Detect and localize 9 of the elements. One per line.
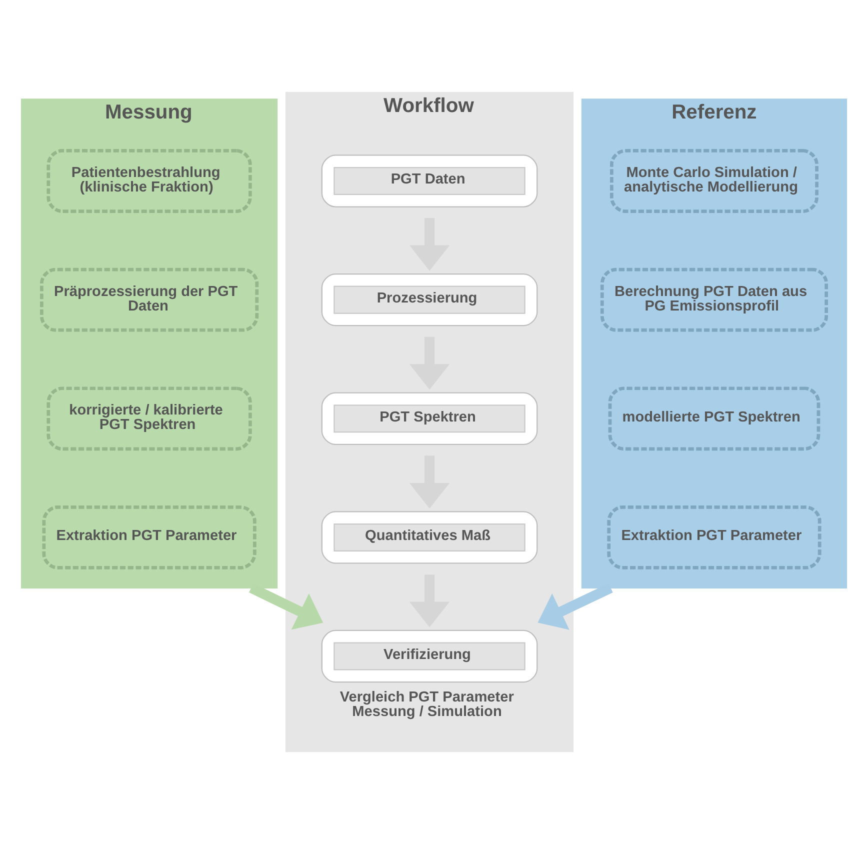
node-box: korrigierte / kalibrierte PGT Spektren <box>46 386 252 450</box>
node-box: modellierte PGT Spektren <box>608 386 820 450</box>
node-box: Extraktion PGT Parameter <box>607 505 822 569</box>
node-box: Berechnung PGT Daten aus PG Emissionsprofil <box>600 267 828 332</box>
node-label: Vergleich PGT Parameter Messung / Simulation <box>340 689 514 720</box>
node-box: Extraktion PGT Parameter <box>42 505 256 569</box>
node-box: Monte Carlo Simulation / analytische Modellierung <box>610 148 818 212</box>
node-box: Patientenbestrahlung (klinische Fraktion) <box>46 148 252 212</box>
node-box: Präprozessierung der PGT Daten <box>40 267 259 332</box>
